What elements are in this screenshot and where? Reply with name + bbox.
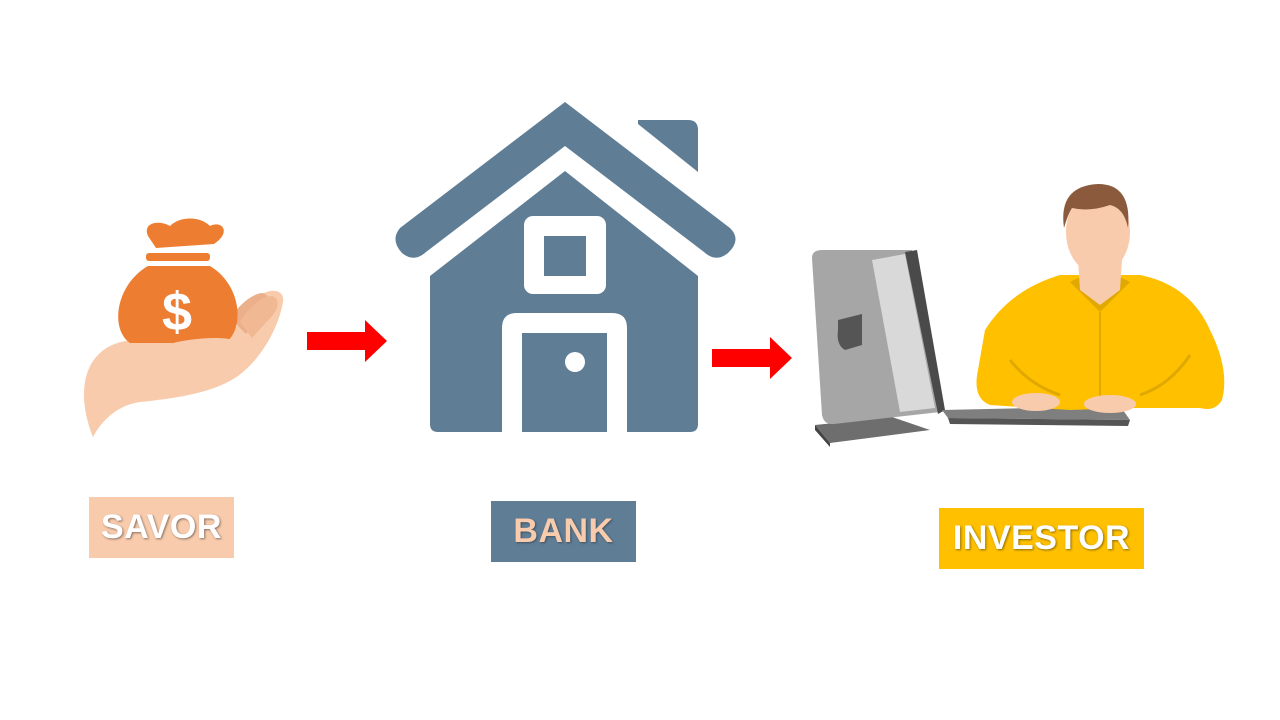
svg-text:$: $: [162, 282, 192, 342]
arrow-savor-to-bank: [307, 320, 387, 362]
investor-label: INVESTOR: [939, 508, 1144, 569]
house-icon: [395, 102, 736, 432]
hand-money-bag-icon: $: [83, 218, 284, 437]
arrow-bank-to-investor: [712, 337, 792, 379]
savor-label: SAVOR: [89, 497, 234, 558]
money-bag-icon: $: [118, 218, 238, 343]
hand-shape: [83, 290, 284, 437]
bank-label: BANK: [491, 501, 636, 562]
man-at-computer-icon: [812, 184, 1225, 447]
